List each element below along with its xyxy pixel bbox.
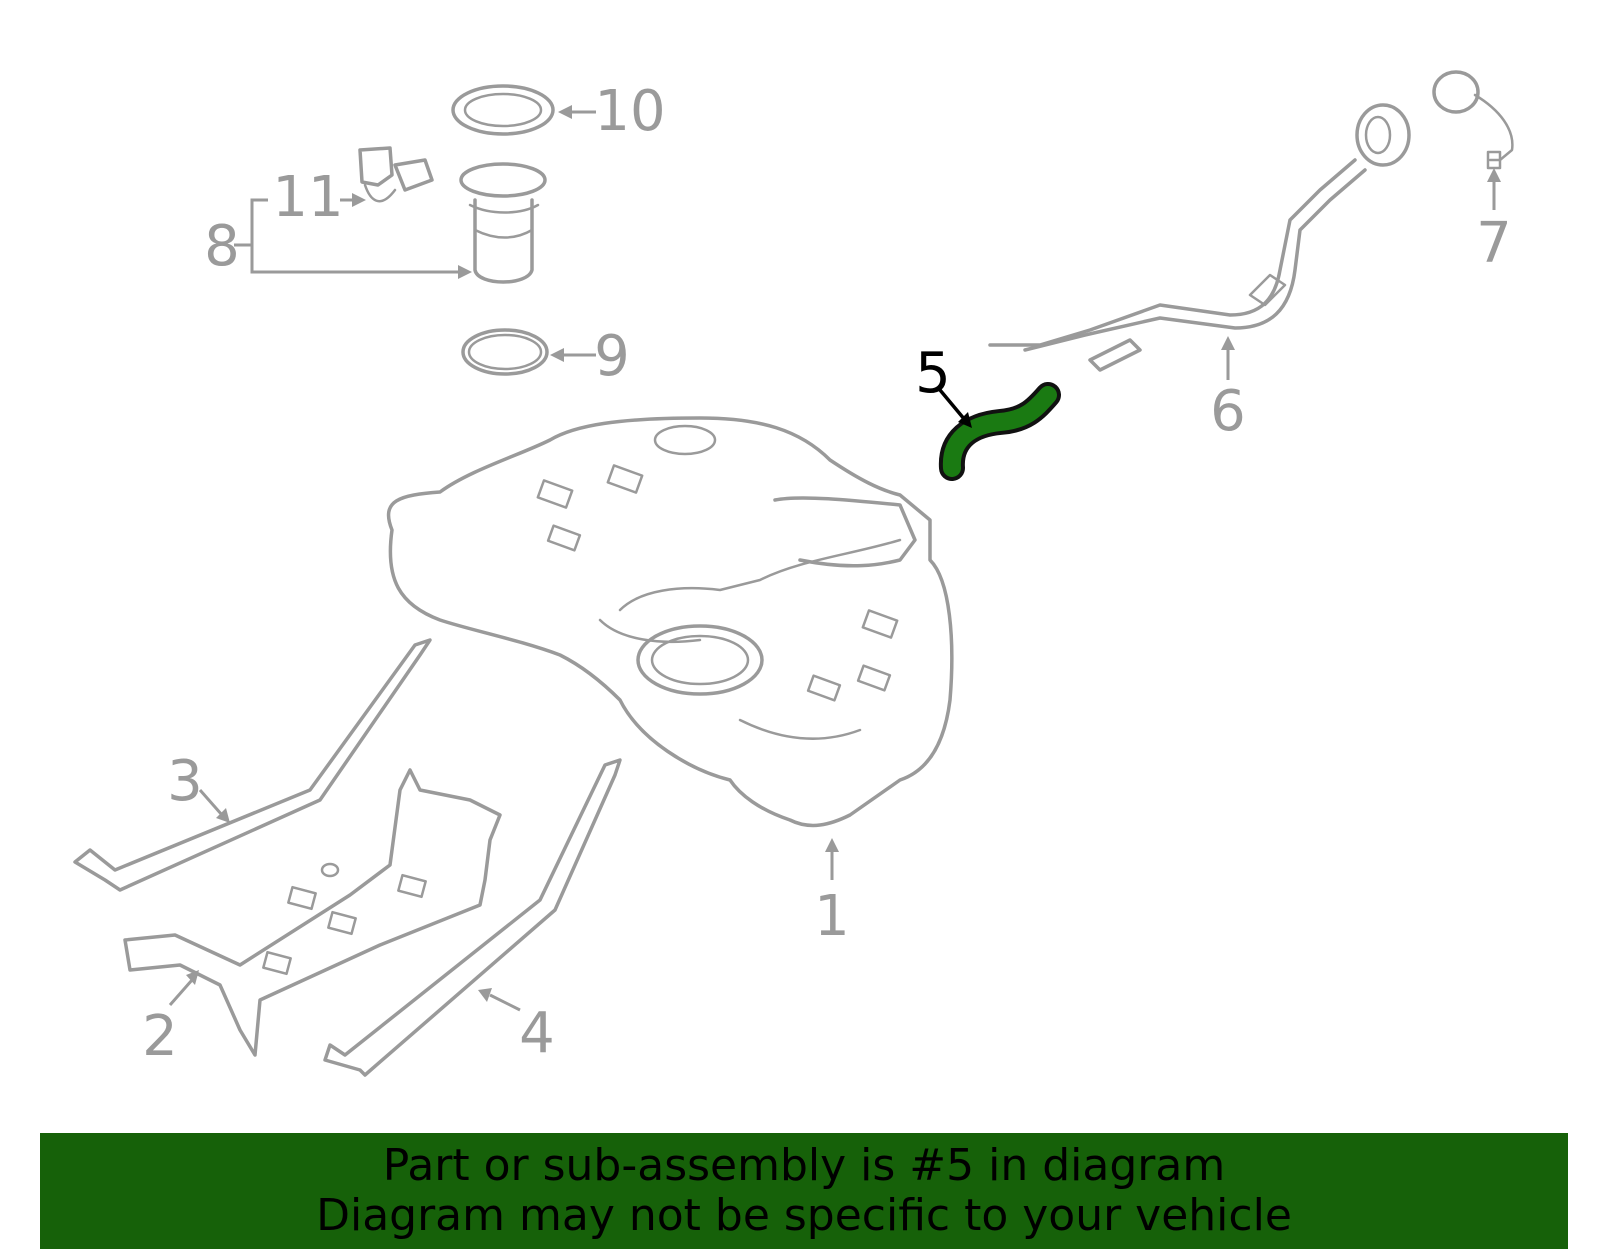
fuel-tank-part bbox=[386, 416, 954, 828]
heat-shield-part bbox=[123, 768, 502, 1057]
callout-7: 7 bbox=[1476, 211, 1512, 276]
callout-6: 6 bbox=[1210, 379, 1246, 444]
fuel-cap-part bbox=[1432, 70, 1514, 170]
callout-9: 9 bbox=[594, 324, 630, 389]
fuel-pump-module-part bbox=[459, 162, 547, 284]
parts-diagram: 1 2 3 4 5 6 7 8 9 10 11 bbox=[73, 70, 1514, 1077]
callout-1: 1 bbox=[814, 884, 850, 949]
o-ring-part bbox=[461, 328, 549, 376]
callout-2: 2 bbox=[142, 1004, 178, 1069]
callout-3: 3 bbox=[167, 749, 203, 814]
info-banner: Part or sub-assembly is #5 in diagram Di… bbox=[40, 1133, 1568, 1249]
banner-line-1: Part or sub-assembly is #5 in diagram bbox=[382, 1140, 1226, 1191]
callout-5: 5 bbox=[915, 341, 951, 406]
highlighted-hose-part bbox=[938, 382, 1061, 481]
tank-strap-right-part bbox=[323, 758, 622, 1077]
banner-line-2: Diagram may not be specific to your vehi… bbox=[316, 1190, 1292, 1241]
tank-strap-left-part bbox=[73, 638, 432, 892]
callout-11: 11 bbox=[272, 165, 343, 230]
callout-8: 8 bbox=[204, 214, 240, 279]
lock-ring-part bbox=[451, 84, 555, 136]
callout-10: 10 bbox=[594, 79, 665, 144]
callout-4: 4 bbox=[519, 1001, 555, 1066]
filler-pipe-part bbox=[988, 103, 1411, 372]
sender-unit-part bbox=[358, 146, 434, 203]
